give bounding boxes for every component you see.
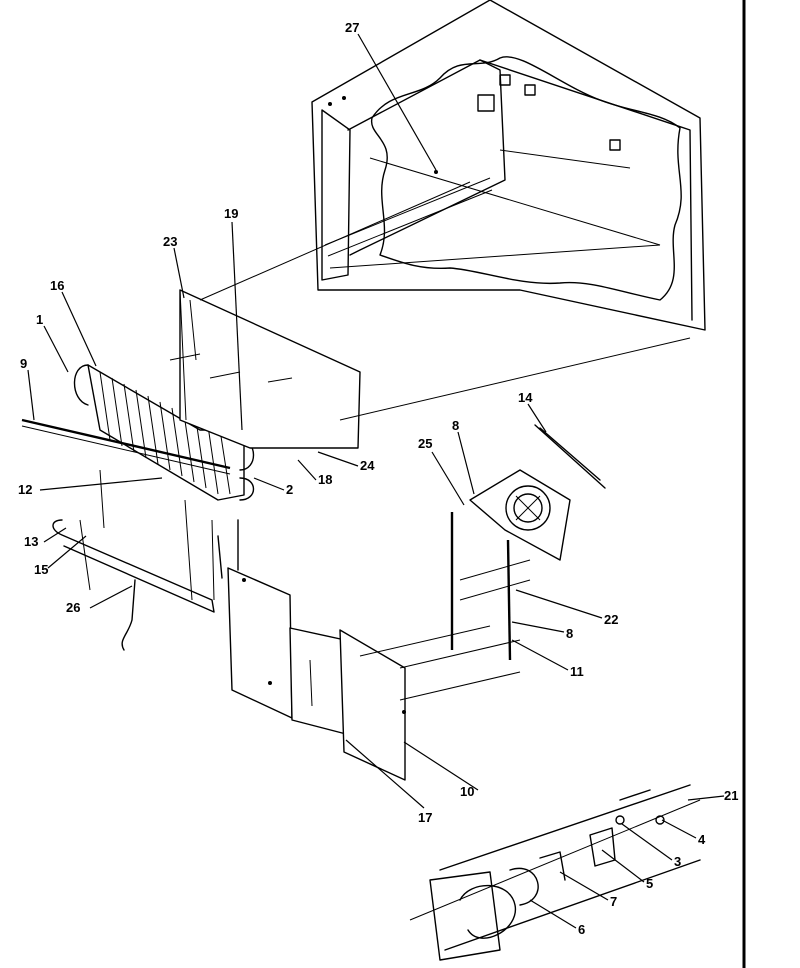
callout-6: 6 (578, 922, 585, 937)
callout-18: 18 (318, 472, 332, 487)
callout-15: 15 (34, 562, 48, 577)
callout-2: 2 (286, 482, 293, 497)
rear-panels (227, 567, 521, 781)
callout-12: 12 (18, 482, 32, 497)
callout-17: 17 (418, 810, 432, 825)
callout-27: 27 (345, 20, 359, 35)
callout-3: 3 (674, 854, 681, 869)
callout-16: 16 (50, 278, 64, 293)
callout-7: 7 (610, 894, 617, 909)
callout-labels: 27 19 23 16 1 9 14 8 25 24 18 2 12 13 15… (18, 20, 738, 937)
fan-motor-assembly (409, 784, 701, 961)
callout-25: 25 (418, 436, 432, 451)
callout-19: 19 (224, 206, 238, 221)
callout-10: 10 (460, 784, 474, 799)
callout-8: 8 (452, 418, 459, 433)
evaporator-cover (169, 181, 691, 449)
callout-24: 24 (360, 458, 375, 473)
callout-4: 4 (698, 832, 706, 847)
callout-9: 9 (20, 356, 27, 371)
callout-23: 23 (163, 234, 177, 249)
callout-14: 14 (518, 390, 533, 405)
callout-1: 1 (36, 312, 43, 327)
callout-5: 5 (646, 876, 653, 891)
leader-lines (27, 33, 725, 929)
callout-26: 26 (66, 600, 80, 615)
callout-8b: 8 (566, 626, 573, 641)
fan-shroud (450, 424, 606, 661)
callout-11: 11 (570, 664, 584, 679)
cabinet-housing (311, 0, 706, 331)
drain-trough (52, 469, 239, 651)
callout-21: 21 (724, 788, 738, 803)
callout-13: 13 (24, 534, 38, 549)
evaporator-coil (21, 364, 255, 501)
callout-22: 22 (604, 612, 618, 627)
